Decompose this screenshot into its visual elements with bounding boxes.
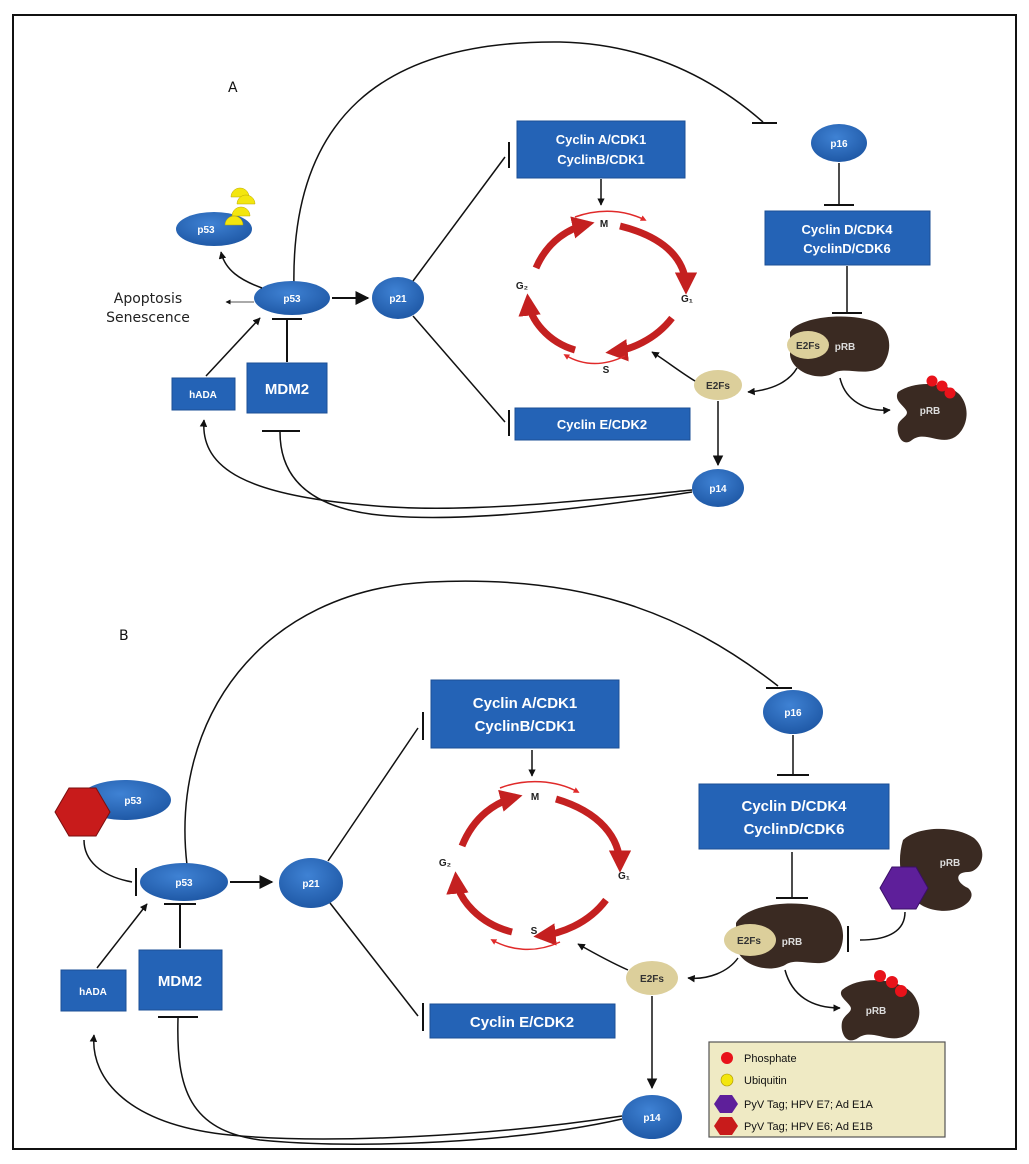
legend-label-e7: PyV Tag; HPV E7; Ad E1A [744,1099,873,1111]
mdm2-label: MDM2 [158,973,202,990]
cyclin-d-line2: CyclinD/CDK6 [803,241,890,256]
outcome-senescence: Senescence [106,310,190,326]
legend-label-ubiquitin: Ubiquitin [744,1075,787,1087]
p16-label: p16 [784,708,802,719]
hada-box [60,969,127,1012]
p21-node [372,277,424,319]
ubiquitinated-p53-label: p53 [197,225,215,236]
prb-e2f-complex [790,316,890,377]
p21-label: p21 [389,294,407,305]
phosphate-icon [886,976,898,988]
cyclin-e-label: Cyclin E/CDK2 [557,417,647,432]
phosphate-icon [944,387,956,399]
p21-label: p21 [302,879,320,890]
cell-cycle-b: M G₁ S G₂ [439,780,632,951]
legend-e6-hexagon-icon [714,1117,738,1135]
prb-bound-label: pRB [835,342,856,353]
p53-label: p53 [175,878,193,889]
p21-node [279,858,343,908]
e2fs-free-label: E2Fs [640,974,664,985]
cyclin-d-line1: Cyclin D/CDK4 [741,798,847,815]
ubiquitin-icon [224,215,244,226]
phase-m: M [531,792,539,803]
ubiquitin-icon [236,194,256,205]
legend-label-phosphate: Phosphate [744,1053,797,1065]
e6-bound-p53-label: p53 [124,796,142,807]
ubiquitin-icon [231,206,251,217]
cyclin-a-cdk-box [430,679,620,749]
panel-b-label: B [119,628,129,644]
legend-e7-hexagon-icon [714,1095,738,1113]
p14-label: p14 [643,1113,661,1124]
panel-b: B p16 Cyclin D/CDK4 CyclinD/CDK6 pRB E2F… [54,580,983,1145]
cyclin-a-cdk-box [516,120,686,179]
hada-label: hADA [79,987,107,998]
legend-label-e6: PyV Tag; HPV E6; Ad E1B [744,1121,873,1133]
e2fs-bound [724,924,776,956]
legend: Phosphate Ubiquitin PyV Tag; HPV E7; Ad … [708,1041,946,1138]
p16-node [763,690,823,734]
phosphate-icon [926,375,938,387]
phase-m: M [600,219,608,230]
p16-node [811,124,867,162]
p53-node [254,281,330,315]
phase-s: S [531,926,538,937]
viral-oncoprotein-e6-icon [54,787,111,837]
e2fs-free-label: E2Fs [706,381,730,392]
cyclin-a-line2: CyclinB/CDK1 [557,152,644,167]
mdm2-box [246,362,328,414]
panel-a: A p16 Cyclin D/CDK4 CyclinD/CDK6 E2Fs pR… [106,41,967,519]
mdm2-label: MDM2 [265,381,309,398]
phospho-prb-label: pRB [920,406,941,417]
cyclin-d-cdk-box [698,783,890,850]
cyclin-e-cdk-box [514,407,691,441]
e2fs-free [626,961,678,995]
mdm2-box [138,949,223,1011]
hada-box [171,377,236,411]
e2fs-bound [787,331,829,359]
phosphate-icon [874,970,886,982]
p14-label: p14 [709,484,727,495]
legend-phosphate-icon [721,1052,733,1064]
figure-frame [12,14,1017,1150]
p14-node [622,1095,682,1139]
outcome-apoptosis: Apoptosis [114,291,182,307]
panel-a-label: A [228,80,238,96]
hada-label: hADA [189,390,217,401]
legend-ubiquitin-icon [720,1073,734,1087]
phospho-prb-label: pRB [866,1006,887,1017]
phosphate-icon [936,380,948,392]
p16-label: p16 [830,139,848,150]
p53-label: p53 [283,294,301,305]
phase-g2: G₂ [516,281,528,292]
cell-cycle-a: M G₁ S G₂ [516,210,698,376]
cyclin-d-line2: CyclinD/CDK6 [744,821,845,838]
viral-bound-prb-label: pRB [940,858,961,869]
e2fs-bound-label: E2Fs [796,341,820,352]
prb-bound-label: pRB [782,937,803,948]
cyclin-a-line2: CyclinB/CDK1 [475,718,576,735]
phase-g1: G₁ [681,294,693,305]
cyclin-e-cdk-box [429,1003,616,1039]
viral-oncoprotein-e7-icon [879,866,929,910]
p14-node [692,469,744,507]
cyclin-e-label: Cyclin E/CDK2 [470,1014,574,1031]
e2fs-bound-label: E2Fs [737,936,761,947]
cyclin-a-line1: Cyclin A/CDK1 [556,132,647,147]
phase-g2: G₂ [439,858,451,869]
e2fs-free [694,370,742,400]
p53-node [140,863,228,901]
cyclin-d-cdk-box [764,210,931,266]
phospho-prb [896,384,967,443]
cyclin-a-line1: Cyclin A/CDK1 [473,695,577,712]
phosphate-icon [895,985,907,997]
legend-box [708,1041,946,1138]
phase-g1: G₁ [618,871,630,882]
phase-s: S [603,365,610,376]
cyclin-d-line1: Cyclin D/CDK4 [801,222,893,237]
